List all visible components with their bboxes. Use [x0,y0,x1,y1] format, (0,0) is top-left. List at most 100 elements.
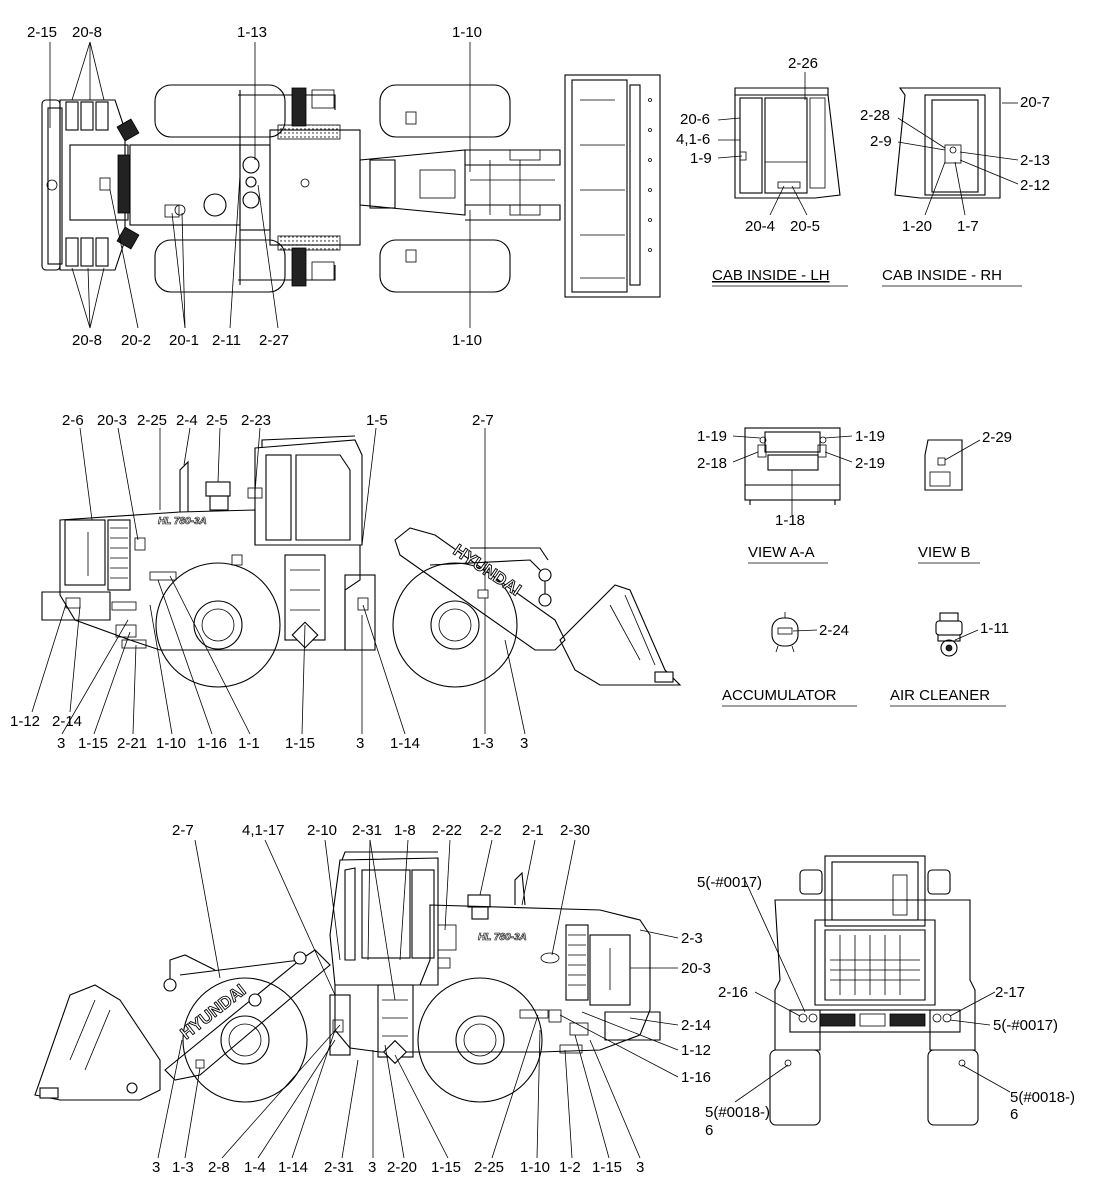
left-label-1-3: 1-3 [472,735,494,752]
view-aa-caption: VIEW A-A [748,544,815,561]
right-label-20-3: 20-3 [681,960,711,977]
right-label-2-1: 2-1 [522,822,544,839]
left-model-plate: HL 780-3A [158,516,207,527]
right-label-1-14: 1-14 [278,1159,308,1176]
right-label-3-c: 3 [636,1159,644,1176]
accumulator-view: 2-24 ACCUMULATOR [722,612,857,707]
left-label-2-7: 2-7 [472,412,494,429]
left-label-1-15-a: 1-15 [78,735,108,752]
cab-lh-label-20-5: 20-5 [790,218,820,235]
cab-lh-label-20-6: 20-6 [680,111,710,128]
top-label-2-11: 2-11 [212,332,241,349]
left-label-1-5: 1-5 [366,412,388,429]
cab-inside-lh-caption: CAB INSIDE - LH [712,267,830,284]
top-label-20-8-upper: 20-8 [72,24,102,41]
left-label-20-3: 20-3 [97,412,127,429]
left-label-1-12: 1-12 [10,713,40,730]
view-aa-label-2-18: 2-18 [697,455,727,472]
top-label-20-8-lower: 20-8 [72,332,102,349]
view-aa-label-2-19: 2-19 [855,455,885,472]
cab-lh-label-2-26: 2-26 [788,55,818,72]
left-brand-lettering: HYUNDAI [450,541,525,600]
left-label-3-c: 3 [520,735,528,752]
right-label-2-3: 2-3 [681,930,703,947]
air-cleaner-view: 1-11 AIR CLEANER [890,612,1009,707]
accumulator-label-2-24: 2-24 [819,622,849,639]
right-label-2-10: 2-10 [307,822,337,839]
right-label-2-31: 2-31 [352,822,382,839]
right-label-2-14: 2-14 [681,1017,711,1034]
air-cleaner-caption: AIR CLEANER [890,687,990,704]
view-b: 2-29 VIEW B [918,429,1012,564]
left-label-2-21: 2-21 [117,735,147,752]
right-label-2-22: 2-22 [432,822,462,839]
right-label-2-20: 2-20 [387,1159,417,1176]
cab-rh-label-1-20: 1-20 [902,218,932,235]
right-label-2-25: 2-25 [474,1159,504,1176]
right-label-1-12: 1-12 [681,1042,711,1059]
left-label-2-14: 2-14 [52,713,82,730]
right-label-4-1-17: 4,1-17 [242,822,285,839]
right-label-2-2: 2-2 [480,822,502,839]
top-label-1-10-upper: 1-10 [452,24,482,41]
left-label-1-1: 1-1 [238,735,260,752]
right-label-2-30: 2-30 [560,822,590,839]
right-label-1-2: 1-2 [559,1159,581,1176]
left-label-1-15-b: 1-15 [285,735,315,752]
right-brand-lettering: HYUNDAI [177,980,250,1043]
left-label-3-a: 3 [57,735,65,752]
cab-lh-label-20-4: 20-4 [745,218,775,235]
rear-label-5-0018-right: 5(#0018-) [1010,1089,1075,1106]
cab-inside-rh-caption: CAB INSIDE - RH [882,267,1002,284]
left-label-1-16: 1-16 [197,735,227,752]
cab-rh-label-1-7: 1-7 [957,218,979,235]
cab-inside-rh-view: 20-7 2-28 2-9 2-13 2-12 1-20 1-7 CAB INS… [860,87,1050,287]
rear-view: 5(-#0017) 2-16 2-17 5(-#0017) 5(#0018-) … [697,855,1075,1139]
cab-lh-label-1-9: 1-9 [690,150,712,167]
right-label-1-3: 1-3 [172,1159,194,1176]
view-b-label-2-29: 2-29 [982,429,1012,446]
right-label-2-7: 2-7 [172,822,194,839]
accumulator-caption: ACCUMULATOR [722,687,837,704]
top-label-1-10-lower: 1-10 [452,332,482,349]
air-cleaner-label-1-11: 1-11 [980,620,1009,637]
cab-rh-label-20-7: 20-7 [1020,94,1050,111]
rear-label-6-left: 6 [705,1122,713,1139]
cab-rh-label-2-9: 2-9 [870,133,892,150]
right-label-1-4: 1-4 [244,1159,266,1176]
top-label-20-1: 20-1 [169,332,199,349]
top-view: 2-15 20-8 1-13 1-10 20-8 20-2 20-1 2-11 … [27,24,661,349]
right-label-1-15-a: 1-15 [431,1159,461,1176]
rear-label-5-0018-left: 5(#0018-) [705,1104,770,1121]
rear-label-6-right: 6 [1010,1106,1018,1123]
right-label-1-10: 1-10 [520,1159,550,1176]
cab-rh-label-2-12: 2-12 [1020,177,1050,194]
left-side-view: HL 780-3A HYUNDAI [10,412,682,752]
right-label-2-31-b: 2-31 [324,1159,354,1176]
right-label-3-b: 3 [368,1159,376,1176]
view-aa-label-1-19-left: 1-19 [697,428,727,445]
left-label-2-5: 2-5 [206,412,228,429]
right-label-2-8: 2-8 [208,1159,230,1176]
rear-label-2-17: 2-17 [995,984,1025,1001]
left-label-2-23: 2-23 [241,412,271,429]
cab-lh-label-4-1-6: 4,1-6 [676,131,710,148]
left-label-2-25: 2-25 [137,412,167,429]
right-label-3-a: 3 [152,1159,160,1176]
view-aa: 1-19 1-19 2-18 2-19 1-18 VIEW A-A [697,427,885,564]
top-label-20-2: 20-2 [121,332,151,349]
rear-label-5-minus-0017-top: 5(-#0017) [697,874,762,891]
view-aa-label-1-18: 1-18 [775,512,805,529]
right-label-1-16: 1-16 [681,1069,711,1086]
rear-label-5-minus-0017-right: 5(-#0017) [993,1017,1058,1034]
cab-rh-label-2-28: 2-28 [860,107,890,124]
cab-inside-lh-view: 2-26 20-6 4,1-6 1-9 20-4 20-5 CAB INSIDE… [676,55,848,287]
left-label-2-6: 2-6 [62,412,84,429]
left-label-1-14: 1-14 [390,735,420,752]
top-label-2-15: 2-15 [27,24,57,41]
right-label-1-8: 1-8 [394,822,416,839]
right-side-view: HL 780-3A HYUNDAI [34,822,711,1176]
left-label-1-10: 1-10 [156,735,186,752]
